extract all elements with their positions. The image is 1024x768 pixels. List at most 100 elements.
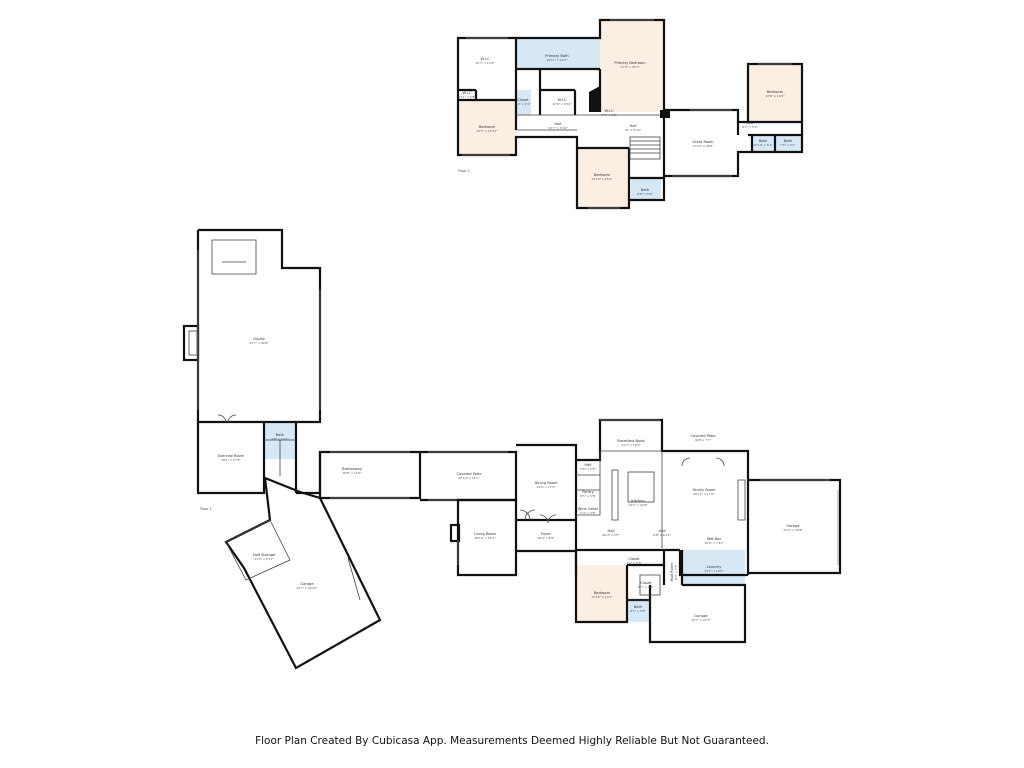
- dims-wic4: 4'4" x 5'8": [601, 113, 617, 117]
- dims-wet-bar: 10'6" x 7'11": [704, 541, 724, 545]
- dims-garage-left: 22'7" x 40'10": [296, 586, 318, 590]
- label-bedroom-right: Bedroom: [767, 90, 784, 94]
- label-wic2: W.I.C: [463, 91, 472, 95]
- dims-living: 18'10" x 16'7": [474, 536, 496, 540]
- label-hall-f1: Hall: [608, 529, 615, 533]
- dims-primary-bedroom: 17'5" x 25'7": [620, 65, 640, 69]
- dims-primary-bath: 16'11" x 12'7": [546, 58, 568, 62]
- label-primary-bath: Primary Bath: [545, 54, 568, 58]
- dims-mud: 8'4" x 7'5": [674, 564, 678, 580]
- closet2-fill: [516, 90, 531, 115]
- label-pantry: Pantry: [582, 490, 594, 494]
- label-half: Half: [584, 463, 592, 467]
- living-fireplace: [449, 523, 461, 543]
- label-bedroom-f: Bedroom: [594, 591, 611, 595]
- label-bath-f: Bath: [634, 605, 642, 609]
- label-wine: Wine Cellar: [578, 507, 599, 511]
- dims-family: 26'11" x 17'6": [693, 492, 715, 496]
- label-breakfast: Breakfast Nook: [617, 439, 645, 443]
- label-laundry: Laundry: [707, 565, 723, 569]
- bedroom-left-fill: [458, 100, 516, 155]
- dims-bath-r1: 10'10" x 5'1": [753, 143, 773, 147]
- dims-wic3: 12'6" x 8'11": [552, 102, 572, 106]
- dims-closet-f: 3'4" x 5'8": [626, 561, 642, 565]
- dims-dining: 14'9" x 17'9": [536, 485, 556, 489]
- label-dining: Dining Room: [535, 481, 558, 485]
- label-wic4: W.I.C: [605, 109, 614, 113]
- dims-closet-f2: 6'7" x 4'2": [638, 585, 654, 589]
- bath-f1-fill: [628, 600, 650, 622]
- bedroom-right-fill: [748, 64, 802, 122]
- label-great-room: Great Room: [692, 140, 714, 144]
- dims-laundry: 15'1" x 10'5": [704, 569, 724, 573]
- dims-hall2: 43' x 5'10": [625, 128, 642, 132]
- bath-mid-fill: [631, 178, 661, 200]
- dims-hall-f2: 9'8" x 6'11": [653, 533, 671, 537]
- dims-bath-mid: 8'8" x 5'8": [637, 192, 653, 196]
- label-family: Family Room: [693, 488, 716, 492]
- dims-half: 5'8" x 5'6": [580, 467, 596, 471]
- floor-1-label: Floor 1: [200, 507, 212, 511]
- dims-bath-studio: 7'8" x 10'2": [271, 437, 289, 441]
- label-kitchen: Kitchen: [631, 499, 645, 503]
- label-garage-left: Garage: [300, 582, 314, 586]
- fireplace-floor2: [589, 86, 600, 112]
- label-wic3: W.I.C: [558, 98, 567, 102]
- bedroom-mid-fill: [577, 148, 629, 208]
- label-wet-bar: Wet Bar: [707, 537, 722, 541]
- label-hall3: Hall: [747, 121, 754, 125]
- dims-hall-f1: 40'4" x 3'5": [602, 533, 620, 537]
- label-breezeway: Breezeway: [342, 467, 363, 471]
- floor-2-label: Floor 2: [458, 169, 470, 173]
- dims-covered-patio2: 44'8 x 7'7": [695, 438, 712, 442]
- dims-great-room: 17'10" x 38'5": [692, 144, 714, 148]
- footer-disclaimer: Floor Plan Created By Cubicasa App. Meas…: [255, 735, 769, 747]
- laundry-fill: [682, 550, 745, 585]
- label-half-storage: Half Storage: [253, 553, 276, 557]
- label-covered-patio: Covered Patio: [457, 472, 482, 476]
- dims-garage-right: 31'2" x 30'8": [783, 528, 803, 532]
- dims-wine: 5'4" x 3'8": [580, 511, 596, 515]
- dims-breakfast: 11'7" x 16'9": [621, 443, 641, 447]
- bedroom-f1-fill: [577, 565, 627, 622]
- chimney-block: [660, 110, 670, 118]
- label-bedroom-left: Bedroom: [479, 125, 496, 129]
- label-hall2: Hall: [630, 124, 637, 128]
- label-bath-r2: Bath: [784, 139, 792, 143]
- dims-wic2: 6'11" x 5'8": [458, 95, 476, 99]
- dims-wic1: 15'7" x 13'8": [475, 61, 495, 65]
- label-living: Living Room: [474, 532, 497, 536]
- label-closet-f: Closet: [628, 557, 640, 561]
- dims-kitchen: 14'2" x 24'8": [628, 503, 648, 507]
- dims-garage-bot: 23'7" x 22'7": [691, 618, 711, 622]
- floor-1-plan: Studio 31'7" x 40'6" Bath 7'8" x 10'2" E…: [182, 228, 842, 670]
- label-garage-bot: Garage: [694, 614, 708, 618]
- label-foyer: Foyer: [541, 532, 551, 536]
- label-covered-patio2: Covered Patio: [691, 434, 716, 438]
- dims-covered-patio: 22'10" x 11'1": [458, 476, 480, 480]
- label-studio: Studio: [253, 337, 264, 341]
- label-hall-f2: Hall: [659, 529, 666, 533]
- kitchen-island: [627, 471, 655, 503]
- label-bath-r1: Bath: [759, 139, 767, 143]
- dims-exercise: 18'1" x 17'8": [221, 458, 241, 462]
- dims-breezeway: 18'8" x 10'9": [342, 471, 362, 475]
- label-wic1: W.I.C: [481, 57, 490, 61]
- label-primary-bedroom: Primary Bedroom: [614, 61, 646, 65]
- floor-2-plan: W.I.C 15'7" x 13'8" W.I.C 6'11" x 5'8" P…: [456, 18, 804, 210]
- label-mud: Mud Room: [670, 562, 674, 582]
- primary-bath-fill: [516, 38, 600, 69]
- dims-pantry: 8'5" x 5'6": [580, 494, 596, 498]
- dims-bedroom-f: 12'10" x 14'1": [591, 595, 613, 599]
- dims-half-storage: 11'5" x 6'11": [254, 557, 274, 561]
- label-bath-mid: Bath: [641, 188, 649, 192]
- dims-bedroom-mid: 12'10" x 16'4": [591, 177, 613, 181]
- label-exercise: Exercise Room: [218, 454, 245, 458]
- label-bedroom-mid: Bedroom: [594, 173, 611, 177]
- dims-hall1: 15'7" x 5'10": [548, 126, 568, 130]
- label-closet2: Closet: [517, 98, 529, 102]
- dims-foyer: 18'4" x 8'5": [537, 536, 555, 540]
- baths-right-fill: [752, 135, 802, 152]
- label-hall1: Hall: [555, 122, 562, 126]
